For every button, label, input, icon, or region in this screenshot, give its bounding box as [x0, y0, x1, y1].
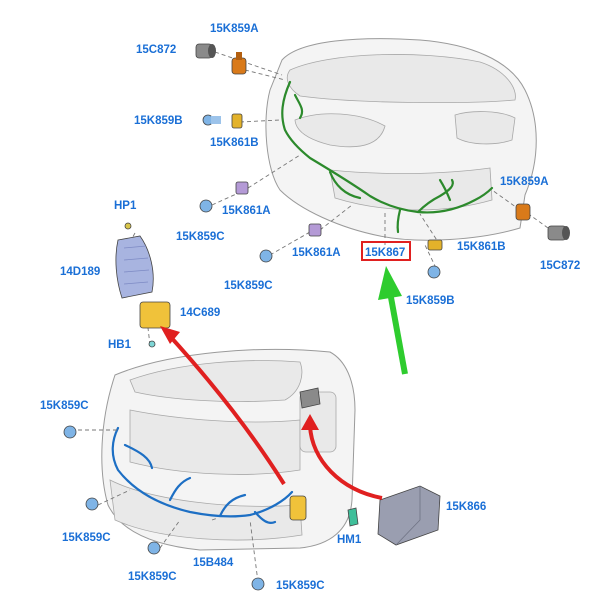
label-15K859A-right: 15K859A — [500, 176, 549, 188]
label-15K867: 15K867 — [365, 247, 405, 259]
label-HP1: HP1 — [114, 200, 137, 212]
sensor-15K859A-top — [231, 52, 247, 75]
rear-lamp-bracket — [289, 495, 307, 521]
label-15K859C-rear-left: 15K859C — [62, 532, 111, 544]
camera-15C872-right — [547, 225, 570, 241]
label-15K859C-rear-top: 15K859C — [40, 400, 89, 412]
connector-HM1 — [347, 507, 359, 527]
label-15B484: 15B484 — [193, 557, 234, 569]
front-vehicle — [265, 38, 537, 241]
label-15K861B-right: 15K861B — [457, 241, 506, 253]
label-15K861A-left: 15K861A — [222, 205, 271, 217]
red-arrow-to-rear-module — [301, 414, 383, 500]
sensor-15K859C-rear-left — [85, 497, 99, 511]
sensor-15K859C-rear-top — [63, 425, 77, 439]
label-14D189: 14D189 — [60, 266, 100, 278]
sensor-15K859C-rear-right — [251, 577, 265, 591]
label-15C872-right: 15C872 — [540, 260, 580, 272]
highlight-box-15K867 — [361, 241, 411, 261]
sensor-15K859B-right — [427, 265, 441, 279]
rear-wiring-harness — [111, 426, 294, 524]
label-15K859A-top: 15K859A — [210, 23, 259, 35]
rear-module-small — [299, 387, 321, 409]
front-wiring-harness — [281, 80, 494, 234]
green-arrow-to-15K867 — [378, 266, 408, 375]
label-15K859B-right: 15K859B — [406, 295, 455, 307]
label-15K866: 15K866 — [446, 501, 486, 513]
bracket-15K861A-left — [235, 181, 249, 195]
red-arrow-to-14C689 — [160, 326, 286, 486]
sensor-15K859A-right — [515, 203, 531, 221]
connector-HB1 — [148, 340, 156, 348]
bracket-15K861A-mid — [308, 223, 322, 237]
label-HB1: HB1 — [108, 339, 132, 351]
bracket-15K861B-right — [427, 239, 443, 251]
sensor-15K859B-top — [202, 114, 221, 126]
sensor-15K859C-mid2 — [259, 249, 273, 263]
label-14C689: 14C689 — [180, 307, 220, 319]
label-15K859C-mid2: 15K859C — [224, 280, 273, 292]
label-15C872-top: 15C872 — [136, 44, 176, 56]
label-15K861A-mid: 15K861A — [292, 247, 341, 259]
module-15K866 — [377, 485, 441, 546]
sensor-15K859C-rear-bottom — [147, 541, 161, 555]
label-15K859B-top: 15K859B — [134, 115, 183, 127]
bracket-15K861B-top — [231, 113, 243, 129]
label-15K861B-top: 15K861B — [210, 137, 259, 149]
label-15K859C-rear-bottom: 15K859C — [128, 571, 177, 583]
module-14C689 — [139, 301, 171, 329]
label-HM1: HM1 — [337, 534, 362, 546]
camera-15C872-top — [195, 43, 216, 59]
sensor-15K859C-mid1 — [199, 199, 213, 213]
label-15K859C-mid1: 15K859C — [176, 231, 225, 243]
connector-HP1 — [124, 222, 132, 230]
module-14D189 — [115, 235, 154, 299]
label-15K859C-rear-right: 15K859C — [276, 580, 325, 592]
